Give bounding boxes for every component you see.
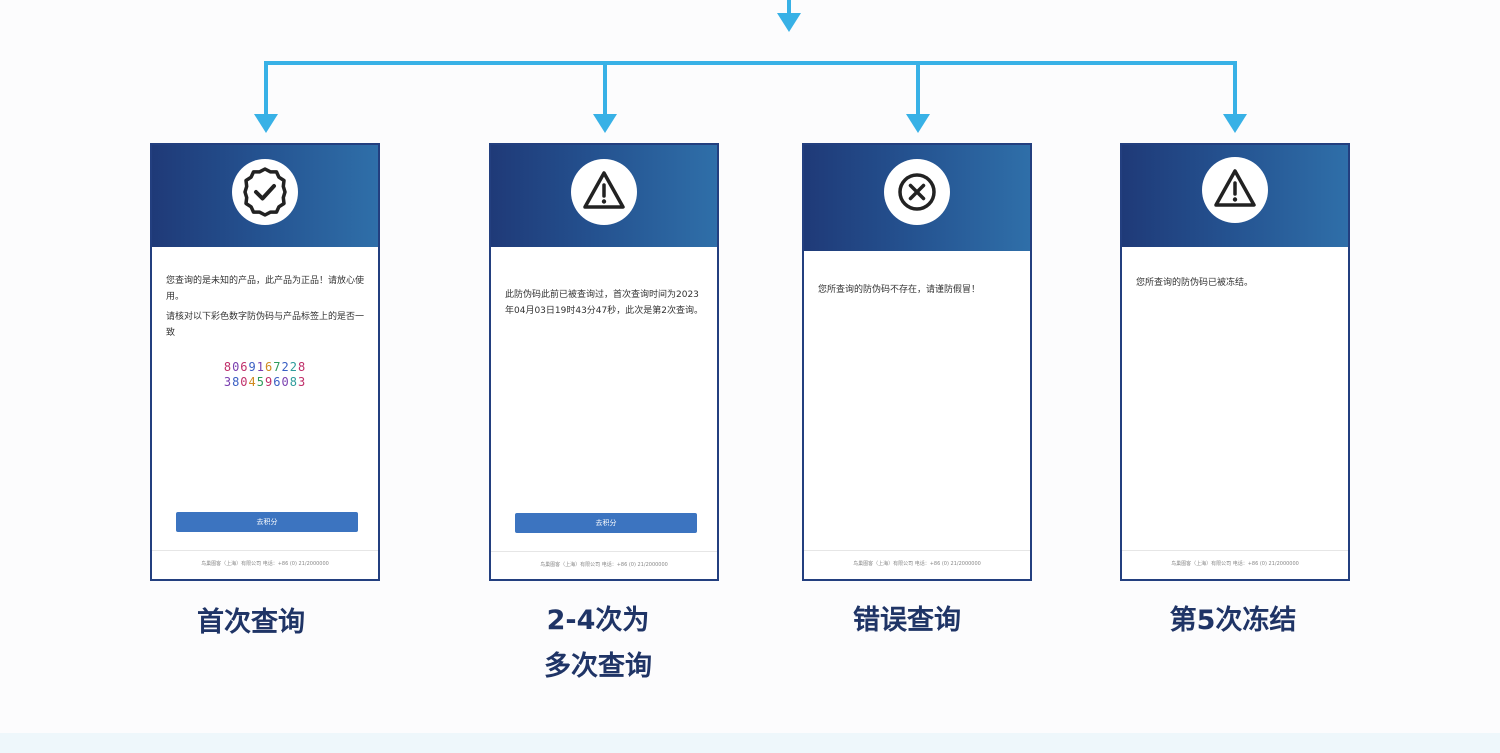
warning-triangle-icon xyxy=(571,159,637,225)
error-cross-icon-graphic xyxy=(898,173,936,211)
code-digit: 0 xyxy=(232,360,241,374)
code-digit: 2 xyxy=(289,360,298,374)
caption-line: 多次查询 xyxy=(544,651,652,682)
redeem-points-button[interactable]: 去积分 xyxy=(515,513,697,533)
message-line: 您查询的是未知的产品，此产品为正品！请放心使用。 xyxy=(166,276,365,302)
company-footer: 鸟巢图客（上海）有限公司 电话：+86 (0) 21/2000000 xyxy=(201,561,329,567)
caption-repeat-query: 2-4次为 多次查询 xyxy=(478,598,718,690)
warning-dot xyxy=(601,199,607,204)
arrowhead-1 xyxy=(254,114,278,133)
caption-error-query: 错误查询 xyxy=(787,598,1027,644)
verified-badge-icon xyxy=(232,159,298,225)
footer-divider xyxy=(152,550,378,551)
badge-outline xyxy=(243,167,287,217)
warning-triangle-icon xyxy=(1202,157,1268,223)
code-digit: 1 xyxy=(256,360,265,374)
phone-screen-repeat-query: 此防伪码此前已被查询过，首次查询时间为2023年04月03日19时43分47秒，… xyxy=(489,143,719,581)
phone-screen-error-query: 您所查询的防伪码不存在，请谨防假冒！ 鸟巢图客（上海）有限公司 电话：+86 (… xyxy=(802,143,1032,581)
phone-header xyxy=(804,145,1030,251)
warning-triangle-icon-graphic xyxy=(583,171,625,209)
footer-divider xyxy=(491,551,717,552)
phone-message: 您查询的是未知的产品，此产品为正品！请放心使用。 请核对以下彩色数字防伪码与产品… xyxy=(166,273,366,345)
code-digit: 8 xyxy=(289,375,298,389)
code-digit: 3 xyxy=(223,375,233,389)
company-footer: 鸟巢图客（上海）有限公司 电话：+86 (0) 21/2000000 xyxy=(540,562,668,568)
security-code-line: 8069167228 xyxy=(152,360,378,374)
code-digit: 3 xyxy=(297,375,307,389)
warning-triangle xyxy=(1214,169,1256,207)
code-digit: 2 xyxy=(281,360,290,374)
code-digit: 5 xyxy=(256,375,265,389)
error-cross-b xyxy=(908,183,926,201)
warning-triangle xyxy=(583,171,625,209)
badge-check xyxy=(254,184,276,201)
footer-divider xyxy=(804,550,1030,551)
message-line: 您所查询的防伪码不存在，请谨防假冒！ xyxy=(818,285,981,295)
caption-line: 错误查询 xyxy=(853,605,961,636)
code-digit: 6 xyxy=(240,360,249,374)
connector-arrowheads xyxy=(254,13,1247,133)
error-cross-icon xyxy=(884,159,950,225)
caption-line: 首次查询 xyxy=(197,607,305,638)
caption-frozen: 第5次冻结 xyxy=(1113,598,1353,644)
phone-message: 此防伪码此前已被查询过，首次查询时间为2023年04月03日19时43分47秒，… xyxy=(505,287,705,323)
phone-message: 您所查询的防伪码已被冻结。 xyxy=(1136,275,1336,295)
message-line: 您所查询的防伪码已被冻结。 xyxy=(1136,278,1254,288)
flow-connectors xyxy=(254,0,1247,133)
redeem-points-button[interactable]: 去积分 xyxy=(176,512,358,532)
warning-dot xyxy=(1232,197,1238,202)
code-digit: 4 xyxy=(248,375,257,389)
code-digit: 0 xyxy=(281,375,290,389)
company-footer: 鸟巢图客（上海）有限公司 电话：+86 (0) 21/2000000 xyxy=(853,561,981,567)
message-line: 此防伪码此前已被查询过，首次查询时间为2023年04月03日19时43分47秒，… xyxy=(505,290,703,316)
error-circle xyxy=(898,173,936,211)
code-digit: 9 xyxy=(265,375,274,389)
arrowhead-trunk xyxy=(777,13,801,32)
code-digit: 0 xyxy=(240,375,249,389)
caption-first-query: 首次查询 xyxy=(131,600,371,646)
connector-lines xyxy=(264,0,1237,114)
code-digit: 8 xyxy=(232,375,241,389)
bottom-strip xyxy=(0,733,1500,753)
footer-divider xyxy=(1122,550,1348,551)
verified-badge-icon-graphic xyxy=(243,167,287,217)
phone-header xyxy=(491,145,717,247)
caption-line: 第5次冻结 xyxy=(1169,605,1297,636)
code-digit: 6 xyxy=(265,360,274,374)
code-digit: 9 xyxy=(248,360,257,374)
arrowhead-4 xyxy=(1223,114,1247,133)
phone-header xyxy=(152,145,378,247)
message-line: 请核对以下彩色数字防伪码与产品标签上的是否一致 xyxy=(166,312,365,338)
code-digit: 6 xyxy=(273,375,282,389)
phone-screen-first-query: 您查询的是未知的产品，此产品为正品！请放心使用。 请核对以下彩色数字防伪码与产品… xyxy=(150,143,380,581)
phone-screen-frozen: 您所查询的防伪码已被冻结。 鸟巢图客（上海）有限公司 电话：+86 (0) 21… xyxy=(1120,143,1350,581)
arrowhead-3 xyxy=(906,114,930,133)
code-digit: 8 xyxy=(297,360,307,374)
caption-line: 2-4次为 xyxy=(546,605,650,636)
company-footer: 鸟巢图客（上海）有限公司 电话：+86 (0) 21/2000000 xyxy=(1171,561,1299,567)
warning-triangle-icon-graphic xyxy=(1214,169,1256,207)
phone-header xyxy=(1122,145,1348,247)
code-digit: 7 xyxy=(273,360,282,374)
arrowhead-2 xyxy=(593,114,617,133)
security-code-line: 3804596083 xyxy=(152,375,378,389)
phone-message: 您所查询的防伪码不存在，请谨防假冒！ xyxy=(818,282,1018,302)
code-digit: 8 xyxy=(223,360,233,374)
